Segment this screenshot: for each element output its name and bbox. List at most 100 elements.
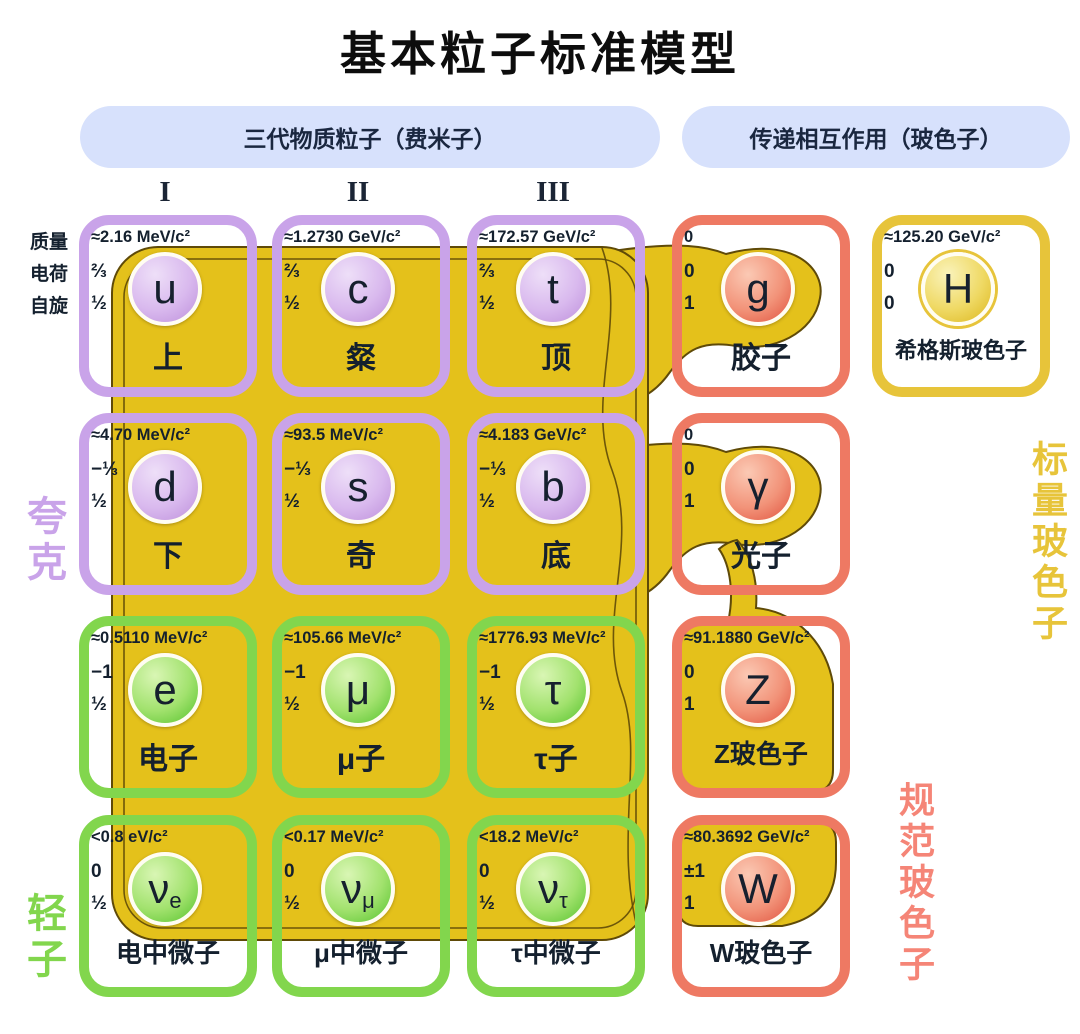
particle-mass: <0.17 MeV/c² xyxy=(284,828,384,846)
particle-charge: −⅓ xyxy=(479,459,506,480)
particle-circle: τ xyxy=(516,653,590,727)
particle-spin: ½ xyxy=(91,694,107,715)
particle-circle: μ xyxy=(321,653,395,727)
particle-mass: 0 xyxy=(684,228,694,246)
particle-circle: γ xyxy=(721,450,795,524)
particle-symbol: τ xyxy=(544,666,562,713)
particle-charge: −⅓ xyxy=(91,459,118,480)
particle-charge: ⅔ xyxy=(479,261,495,282)
particle-charge: 0 xyxy=(284,861,295,882)
particle-symbol-subscript: μ xyxy=(362,888,375,913)
particle-mass: <0.8 eV/c² xyxy=(91,828,168,846)
particle-charge: −1 xyxy=(284,662,306,683)
particle-name: 奇 xyxy=(346,540,376,573)
particle-charge: 0 xyxy=(479,861,490,882)
particle-name: 胶子 xyxy=(731,342,791,375)
particle-symbol: H xyxy=(942,265,974,312)
scalar-bosons-side-label: 标量玻色子 xyxy=(1027,440,1068,645)
particle-mass: ≈91.1880 GeV/c² xyxy=(684,629,810,647)
particle-cell-t: ≈172.57 GeV/c² ⅔ ½ t 顶 xyxy=(467,215,645,397)
particle-charge: 0 xyxy=(684,662,695,683)
particle-spin: 1 xyxy=(684,491,695,512)
particle-charge: −1 xyxy=(479,662,501,683)
particle-symbol: g xyxy=(746,265,770,312)
particle-spin: ½ xyxy=(91,491,107,512)
bosons-header-label: 传递相互作用（玻色子） xyxy=(749,126,1003,152)
particle-mass: ≈80.3692 GeV/c² xyxy=(684,828,810,846)
particle-charge: 0 xyxy=(884,261,895,282)
particle-name: τ子 xyxy=(534,743,578,776)
particle-circle: c xyxy=(321,252,395,326)
particle-mass: ≈105.66 MeV/c² xyxy=(284,629,402,647)
particle-symbol: Z xyxy=(745,666,771,713)
particle-name: 下 xyxy=(153,540,183,573)
generation-label-2: II xyxy=(346,176,370,208)
page-title: 基本粒子标准模型 xyxy=(340,28,740,80)
particle-spin: 1 xyxy=(684,293,695,314)
particle-circle: e xyxy=(128,653,202,727)
fermions-header-pill: 三代物质粒子（费米子） xyxy=(80,106,660,168)
particle-circle: d xyxy=(128,450,202,524)
particle-circle: g xyxy=(721,252,795,326)
generation-label-1: I xyxy=(159,176,171,208)
particle-spin: ½ xyxy=(479,893,495,914)
particle-circle: Z xyxy=(721,653,795,727)
particle-spin: ½ xyxy=(91,293,107,314)
particle-cell-μ: ≈105.66 MeV/c² −1 ½ μ μ子 xyxy=(272,616,450,798)
particle-symbol: s xyxy=(347,463,369,510)
particle-spin: ½ xyxy=(91,893,107,914)
particle-name: Z玻色子 xyxy=(714,739,808,769)
particle-symbol: c xyxy=(347,265,369,312)
generation-label-3: III xyxy=(536,176,570,208)
particle-circle: H xyxy=(921,252,995,326)
particle-name: 光子 xyxy=(731,540,791,573)
particle-spin: 1 xyxy=(684,893,695,914)
particle-spin: ½ xyxy=(284,293,300,314)
particle-cell-d: ≈4.70 MeV/c² −⅓ ½ d 下 xyxy=(79,413,257,595)
particle-spin: ½ xyxy=(479,293,495,314)
particle-cell-H: ≈125.20 GeV/c² 0 0 H 希格斯玻色子 xyxy=(872,215,1050,397)
particle-name: W玻色子 xyxy=(709,938,813,968)
particle-spin: ½ xyxy=(284,893,300,914)
particle-spin: ½ xyxy=(284,694,300,715)
particle-name: 电子 xyxy=(138,743,198,776)
spin-row-label: 自旋 xyxy=(29,296,68,317)
particle-name: 顶 xyxy=(541,342,571,375)
particle-charge: ⅔ xyxy=(91,261,107,282)
particle-mass: <18.2 MeV/c² xyxy=(479,828,579,846)
particle-mass: ≈93.5 MeV/c² xyxy=(284,426,383,444)
particle-circle: s xyxy=(321,450,395,524)
particle-mass: ≈2.16 MeV/c² xyxy=(91,228,190,246)
particle-charge: 0 xyxy=(91,861,102,882)
particle-symbol: d xyxy=(153,463,177,510)
particle-name: μ子 xyxy=(336,743,386,776)
particle-circle: W xyxy=(721,852,795,926)
bosons-header-pill: 传递相互作用（玻色子） xyxy=(682,106,1070,168)
particle-symbol: γ xyxy=(747,463,769,510)
particle-symbol: ν xyxy=(148,865,170,912)
particle-name: 底 xyxy=(541,540,571,573)
particle-mass: ≈125.20 GeV/c² xyxy=(884,228,1001,246)
quarks-side-label: 夸克 xyxy=(21,495,65,587)
particle-name: 粲 xyxy=(346,342,376,375)
gauge-bosons-side-label: 规范玻色子 xyxy=(894,781,935,986)
particle-charge: 0 xyxy=(684,261,695,282)
mass-row-label: 质量 xyxy=(29,232,68,253)
particle-mass: 0 xyxy=(684,426,694,444)
particle-charge: ±1 xyxy=(684,861,705,882)
particle-mass: ≈4.183 GeV/c² xyxy=(479,426,587,444)
particle-cell-u: ≈2.16 MeV/c² ⅔ ½ u 上 xyxy=(79,215,257,397)
particle-cell-W: ≈80.3692 GeV/c² ±1 1 W W玻色子 xyxy=(672,815,850,997)
particle-symbol: ν xyxy=(538,865,560,912)
particle-symbol: ν xyxy=(341,865,363,912)
particle-mass: ≈0.5110 MeV/c² xyxy=(91,629,208,647)
fermions-header-label: 三代物质粒子（费米子） xyxy=(243,126,497,152)
particle-cell-b: ≈4.183 GeV/c² −⅓ ½ b 底 xyxy=(467,413,645,595)
particle-name: 电中微子 xyxy=(115,938,220,968)
charge-row-label: 电荷 xyxy=(29,264,68,285)
